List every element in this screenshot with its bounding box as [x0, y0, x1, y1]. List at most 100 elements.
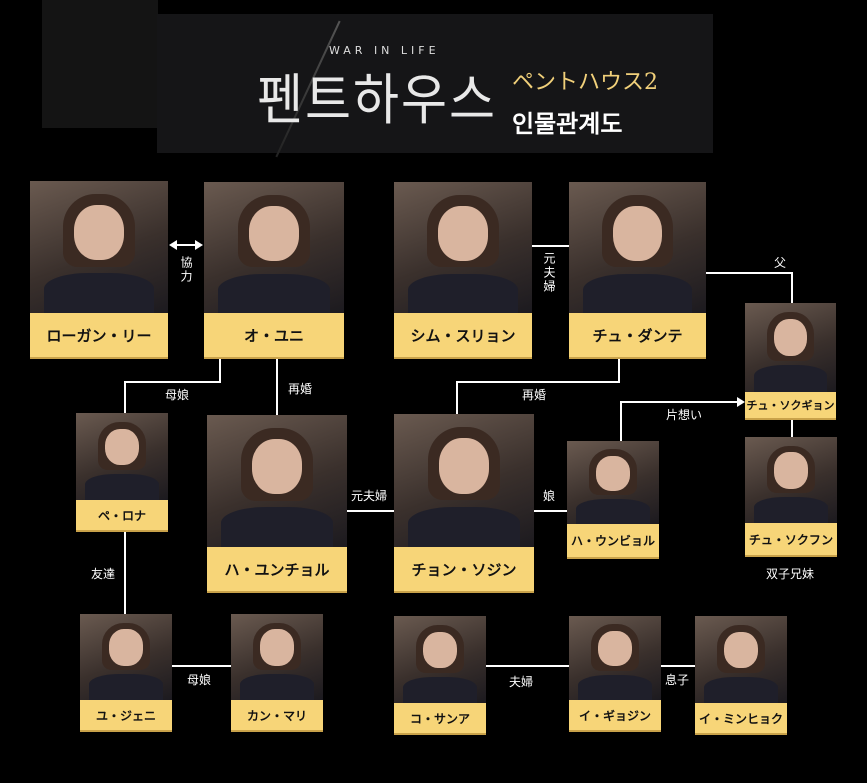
- photo-face: [248, 205, 300, 261]
- person-photo: [695, 616, 787, 703]
- person-name: ローガン・リー: [30, 313, 168, 359]
- line-sana-gyujin: [486, 665, 569, 667]
- photo-body: [704, 676, 778, 703]
- header-subtitle: WAR IN LIFE: [329, 44, 440, 57]
- rel-twins: 双子兄妹: [766, 567, 815, 581]
- photo-body: [582, 273, 693, 313]
- rel-daughter: 娘: [543, 489, 556, 503]
- photo-face: [105, 428, 139, 466]
- rel-one-sided-love: 片想い: [666, 408, 703, 422]
- person-name: コ・サンア: [394, 703, 486, 735]
- photo-face: [423, 631, 457, 669]
- line-yuni-rona-v: [124, 381, 126, 413]
- photo-face: [596, 455, 630, 491]
- rel-mother-daughter-1: 母娘: [165, 388, 190, 402]
- line-dante-sojin-h: [456, 381, 620, 383]
- person-photo: [394, 616, 486, 703]
- photo-body: [408, 507, 520, 547]
- person-photo: [394, 414, 534, 547]
- person-name: ハ・ユンチョル: [207, 547, 347, 593]
- photo-body: [85, 473, 159, 500]
- line-rogan-yuni: [176, 244, 196, 246]
- photo-face: [109, 629, 143, 666]
- photo-face: [438, 205, 488, 261]
- photo-body: [218, 273, 330, 313]
- rel-friends: 友達: [91, 567, 116, 581]
- person-photo: [394, 182, 532, 313]
- photo-face: [251, 438, 303, 495]
- photo-face: [438, 437, 490, 494]
- person-photo: [569, 616, 661, 700]
- person-name: イ・ギョジン: [569, 700, 661, 732]
- photo-body: [240, 674, 314, 700]
- photo-body: [407, 273, 519, 313]
- person-card: オ・ユニ: [204, 182, 344, 359]
- photo-body: [576, 499, 650, 524]
- person-photo: [30, 181, 168, 313]
- photo-face: [598, 631, 632, 667]
- rel-married: 夫婦: [509, 675, 534, 689]
- rel-father: 父: [774, 256, 787, 270]
- rel-remarry-2: 再婚: [522, 388, 547, 402]
- person-card: シム・スリョン: [394, 182, 532, 359]
- photo-body: [578, 674, 652, 700]
- line-yuni-rona-h: [124, 381, 221, 383]
- person-card: チュ・ソクギョン: [745, 303, 836, 420]
- show-logo: 펜트하우스: [257, 68, 497, 133]
- person-photo: [80, 614, 172, 700]
- line-eunbyeol-seokgyeong-h: [620, 401, 738, 403]
- person-name: カン・マリ: [231, 700, 323, 732]
- person-card: イ・ミンヒョク: [695, 616, 787, 735]
- line-dante-sojin: [618, 357, 620, 382]
- person-card: ペ・ロナ: [76, 413, 168, 532]
- rel-mother-daughter-2: 母娘: [187, 673, 212, 687]
- person-name: ハ・ウンビョル: [567, 524, 659, 559]
- person-card: チョン・ソジン: [394, 414, 534, 593]
- photo-body: [754, 497, 828, 523]
- photo-body: [754, 365, 827, 392]
- person-photo: [745, 303, 836, 392]
- photo-body: [43, 273, 155, 313]
- person-name: チュ・ダンテ: [569, 313, 706, 359]
- line-yunchol-sojin: [347, 510, 394, 512]
- arrow-left-icon: [169, 240, 177, 250]
- person-name: チュ・ソクフン: [745, 523, 837, 557]
- photo-face: [612, 205, 663, 261]
- person-name: オ・ユニ: [204, 313, 344, 359]
- person-name: シム・スリョン: [394, 313, 532, 359]
- line-yuni-rona: [219, 357, 221, 382]
- person-photo: [569, 182, 706, 313]
- line-gyujin-minhyuk: [661, 665, 695, 667]
- rel-ex-couple-2: 元夫婦: [351, 489, 388, 503]
- line-twins: [791, 418, 793, 437]
- header-backdrop: [42, 0, 158, 128]
- photo-face: [774, 452, 808, 489]
- person-photo: [76, 413, 168, 500]
- line-dante-sojin-v: [456, 381, 458, 414]
- person-photo: [231, 614, 323, 700]
- line-rona-jeni: [124, 530, 126, 614]
- line-jeni-mari: [172, 665, 231, 667]
- photo-face: [260, 629, 294, 666]
- person-name: ユ・ジェニ: [80, 700, 172, 732]
- person-name: チュ・ソクギョン: [745, 392, 836, 420]
- person-card: イ・ギョジン: [569, 616, 661, 732]
- person-name: チョン・ソジン: [394, 547, 534, 593]
- line-eunbyeol-seokgyeong: [620, 402, 622, 441]
- person-photo: [204, 182, 344, 313]
- person-card: チュ・ソクフン: [745, 437, 837, 557]
- photo-face: [724, 631, 758, 669]
- photo-body: [89, 674, 163, 700]
- photo-body: [403, 676, 477, 703]
- person-photo: [745, 437, 837, 523]
- rel-remarry-1: 再婚: [288, 382, 313, 396]
- person-card: カン・マリ: [231, 614, 323, 732]
- line-dante-father-down: [791, 272, 793, 303]
- person-card: ユ・ジェニ: [80, 614, 172, 732]
- header-banner: WAR IN LIFE 펜트하우스 ペントハウス2 인물관계도: [157, 14, 713, 158]
- photo-face: [774, 319, 807, 357]
- person-card: ローガン・リー: [30, 181, 168, 359]
- rel-son: 息子: [665, 671, 690, 688]
- line-yuni-yunchol: [276, 357, 278, 415]
